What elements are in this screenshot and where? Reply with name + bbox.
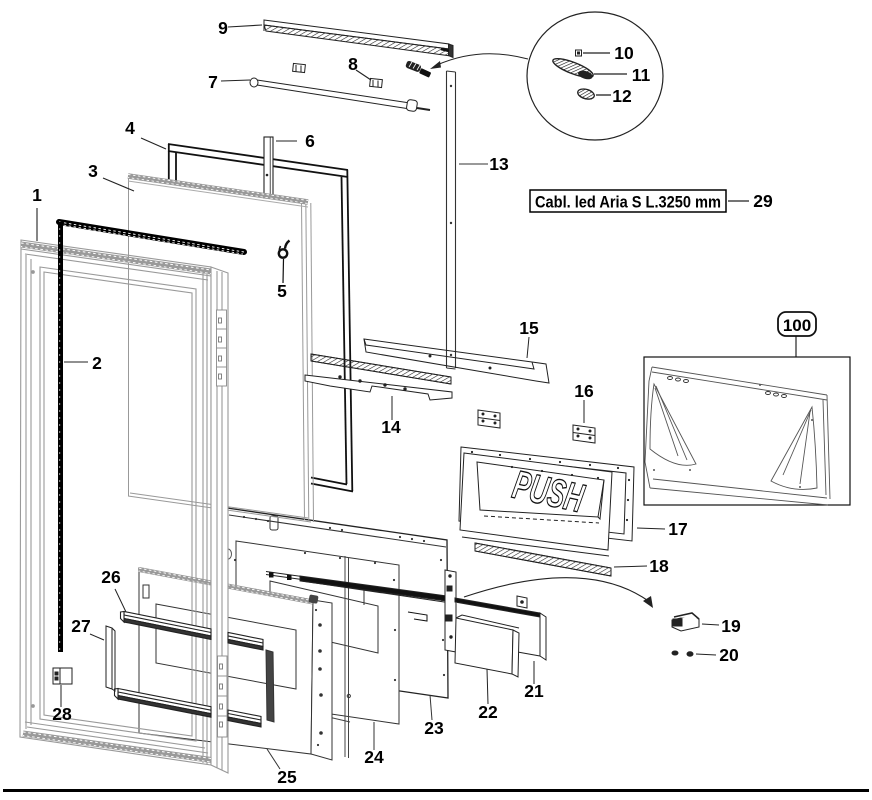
svg-text:12: 12 (612, 86, 632, 106)
svg-text:14: 14 (381, 417, 401, 437)
svg-text:22: 22 (478, 702, 498, 722)
svg-text:26: 26 (101, 567, 121, 587)
svg-text:16: 16 (574, 381, 594, 401)
svg-text:25: 25 (277, 767, 297, 787)
svg-text:27: 27 (71, 616, 90, 636)
svg-text:1: 1 (32, 185, 42, 205)
svg-text:18: 18 (649, 556, 669, 576)
svg-text:7: 7 (208, 72, 218, 92)
svg-text:6: 6 (305, 131, 315, 151)
svg-text:19: 19 (721, 616, 741, 636)
svg-text:8: 8 (348, 54, 358, 74)
svg-text:17: 17 (668, 519, 687, 539)
svg-text:Cabl. led Aria S L.3250 mm: Cabl. led Aria S L.3250 mm (535, 193, 721, 212)
svg-text:3: 3 (88, 161, 98, 181)
svg-text:23: 23 (424, 718, 444, 738)
svg-text:20: 20 (719, 645, 739, 665)
svg-text:13: 13 (489, 154, 509, 174)
svg-text:2: 2 (92, 353, 102, 373)
svg-text:9: 9 (218, 18, 228, 38)
svg-text:28: 28 (52, 704, 72, 724)
svg-text:15: 15 (519, 318, 539, 338)
svg-text:11: 11 (632, 65, 651, 85)
svg-text:100: 100 (783, 316, 811, 335)
svg-text:24: 24 (364, 747, 384, 767)
svg-text:5: 5 (277, 281, 287, 301)
svg-text:21: 21 (524, 681, 544, 701)
svg-text:10: 10 (614, 43, 634, 63)
svg-text:4: 4 (125, 118, 135, 138)
svg-text:29: 29 (753, 191, 773, 211)
